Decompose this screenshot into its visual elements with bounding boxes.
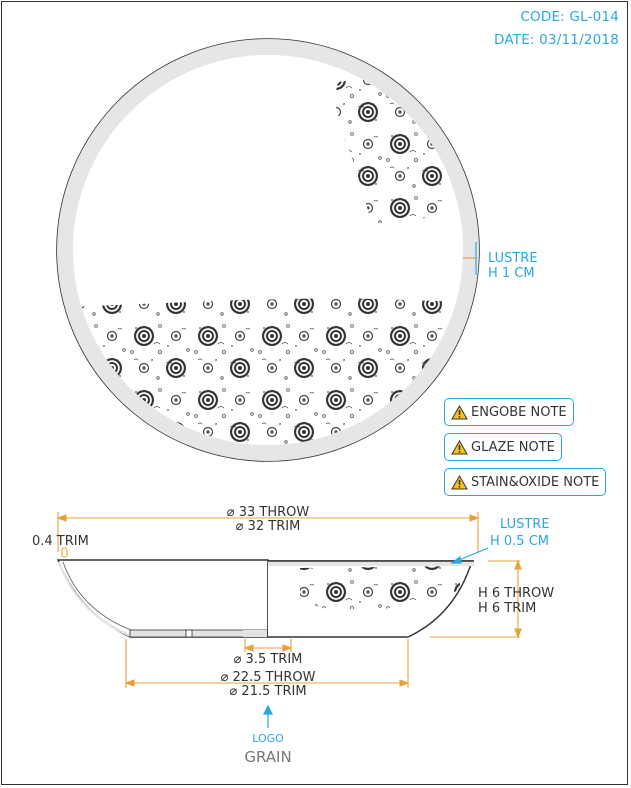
decoration-pattern-section: [300, 566, 460, 610]
diameter-trim-label: ⌀ 32 TRIM: [236, 519, 301, 534]
engobe-note-button[interactable]: ENGOBE NOTE: [444, 398, 574, 426]
lustre-height-top: H 1 CM: [488, 266, 535, 281]
foot-trim-label: ⌀ 3.5 TRIM: [234, 652, 303, 667]
height-trim-label: H 6 TRIM: [478, 601, 536, 616]
code-label: CODE: GL-014: [520, 9, 619, 25]
wall-trim-label: 0.4 TRIM: [32, 534, 89, 549]
warning-icon: [451, 440, 468, 454]
logo-text: GRAIN: [244, 748, 291, 766]
warning-icon: [451, 405, 468, 419]
engobe-note-label: ENGOBE NOTE: [471, 404, 567, 420]
wall-trim-marker: [61, 547, 68, 558]
logo-label: LOGO: [252, 732, 284, 745]
lustre-rim: [57, 39, 479, 461]
stain-oxide-note-button[interactable]: STAIN&OXIDE NOTE: [444, 468, 607, 496]
lustre-label-section: LUSTRE: [500, 517, 550, 532]
plate-section-view: [56, 559, 474, 638]
diameter-throw-label: ⌀ 33 THROW: [227, 505, 310, 520]
glaze-note-label: GLAZE NOTE: [471, 439, 555, 455]
base-throw-label: ⌀ 22.5 THROW: [221, 670, 316, 685]
stain-oxide-note-label: STAIN&OXIDE NOTE: [471, 474, 600, 490]
height-throw-label: H 6 THROW: [478, 586, 554, 601]
glaze-note-button[interactable]: GLAZE NOTE: [444, 433, 562, 461]
dimension-lines: [56, 512, 522, 688]
date-label: DATE: 03/11/2018: [494, 32, 619, 48]
warning-icon: [451, 475, 468, 489]
lustre-label-top: LUSTRE: [488, 251, 538, 266]
lustre-height-section: H 0.5 CM: [490, 534, 549, 549]
base-trim-label: ⌀ 21.5 TRIM: [229, 684, 306, 699]
